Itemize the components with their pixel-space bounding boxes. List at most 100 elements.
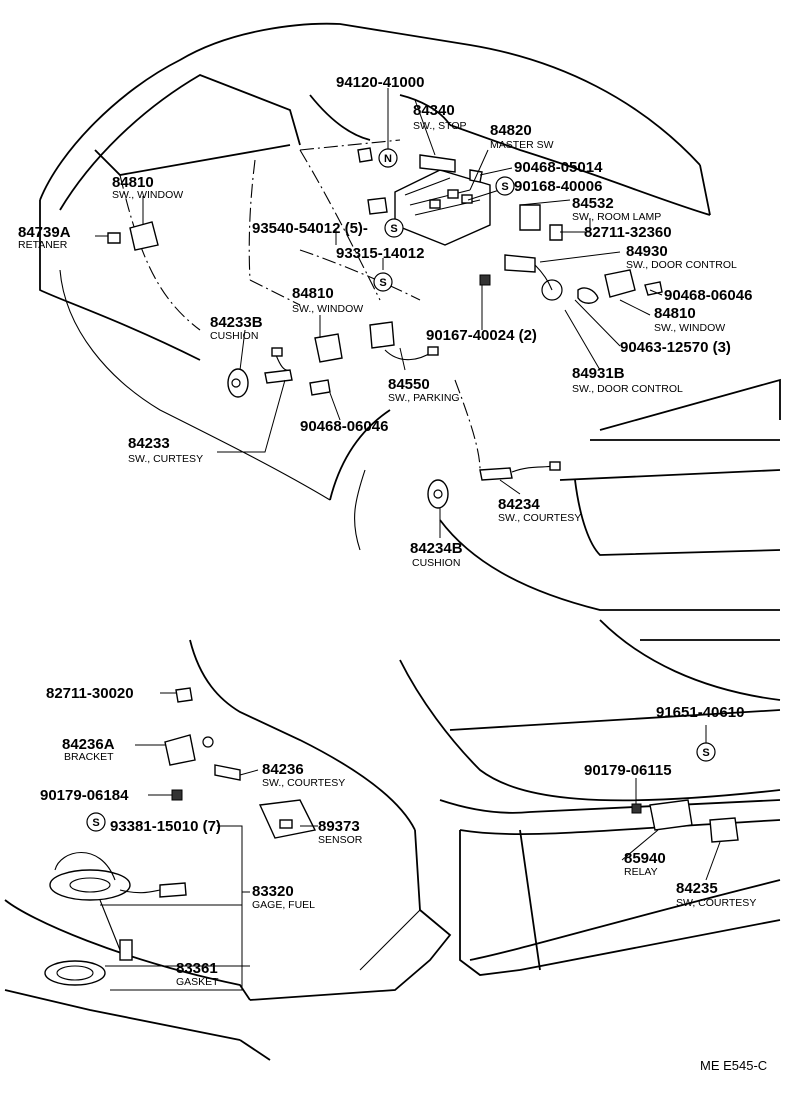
callout-93315-14012: 93315-14012 [336,245,424,262]
svg-text:SW., COURTESY: SW., COURTESY [498,512,581,524]
svg-text:84810: 84810 [292,285,334,302]
upper-car-body-outline [39,22,781,611]
callout-84550: 84550 SW., PARKING [388,376,460,404]
svg-text:S: S [92,817,99,829]
svg-text:SW., STOP: SW., STOP [413,120,466,132]
callout-90179-06115: 90179-06115 [584,762,672,779]
callout-84233b: 84233B CUSHION [210,314,263,342]
svg-text:S: S [501,181,508,193]
callout-82711-32360: 82711-32360 [584,224,672,241]
svg-text:84810: 84810 [654,305,696,322]
svg-text:90179-06115: 90179-06115 [584,762,672,779]
svg-text:SW., WINDOW: SW., WINDOW [292,303,363,315]
callout-82711-30020: 82711-30020 [46,685,134,702]
svg-text:93381-15010 (7): 93381-15010 (7) [110,818,221,835]
callout-94120-41000: 94120-41000 [336,74,424,91]
svg-text:93315-14012: 93315-14012 [336,245,424,262]
diagram-reference-code: ME E545-C [700,1058,767,1073]
callout-85940: 85940 RELAY [624,850,666,878]
callout-84236a: 84236A BRACKET [62,736,115,763]
callout-90463-12570: 90463-12570 (3) [620,339,731,356]
callout-84340: 84340 SW., STOP [413,102,466,132]
svg-text:84236: 84236 [262,761,304,778]
symbol-n: N [378,148,398,168]
svg-text:90468-06046: 90468-06046 [300,418,388,435]
svg-text:84532: 84532 [572,195,614,212]
callout-84235: 84235 SW, COURTESY [676,880,756,909]
svg-text:82711-30020: 82711-30020 [46,685,134,702]
svg-text:BRACKET: BRACKET [64,751,114,763]
callout-90468-06046-right: 90468-06046 [664,287,752,304]
callout-90167-40024: 90167-40024 (2) [426,327,537,344]
svg-text:SW., DOOR CONTROL: SW., DOOR CONTROL [572,383,683,395]
callout-84930: 84930 SW., DOOR CONTROL [626,243,737,271]
svg-text:RELAY: RELAY [624,866,658,878]
svg-text:83320: 83320 [252,883,294,900]
svg-text:84234B: 84234B [410,540,463,557]
svg-text:90463-12570 (3): 90463-12570 (3) [620,339,731,356]
svg-text:84340: 84340 [413,102,455,119]
symbol-s-2: S [384,218,404,238]
svg-text:SW, COURTESY: SW, COURTESY [676,897,756,909]
callout-84236: 84236 SW., COURTESY [262,761,345,789]
symbol-s-3: S [373,272,393,292]
svg-text:93540-54012 (5)-: 93540-54012 (5)- [252,220,368,237]
symbol-s-1: S [495,176,515,196]
svg-text:84236A: 84236A [62,736,115,753]
svg-text:N: N [384,153,392,165]
svg-text:S: S [702,747,709,759]
callout-84820: 84820 MASTER SW [490,122,554,151]
svg-text:89373: 89373 [318,818,360,835]
callout-84810-middle: 84810 SW., WINDOW [292,285,363,315]
svg-text:S: S [379,277,386,289]
callout-93540-54012: 93540-54012 (5)- [252,220,368,237]
svg-text:SW., COURTESY: SW., COURTESY [262,777,345,789]
svg-text:82711-32360: 82711-32360 [584,224,672,241]
svg-text:SW., ROOM LAMP: SW., ROOM LAMP [572,211,661,223]
svg-text:SW., CURTESY: SW., CURTESY [128,453,203,465]
callout-84931b: 84931B SW., DOOR CONTROL [572,365,683,395]
leader-lines [95,88,721,991]
callout-84739a: 84739A RETANER [18,224,71,251]
svg-text:84820: 84820 [490,122,532,139]
lower-left-car-body-outline [4,639,452,1061]
callout-90468-05014: 90468-05014 [514,159,603,176]
callout-83361: 83361 GASKET [176,960,219,988]
symbol-s-4: S [86,812,106,832]
svg-text:84233B: 84233B [210,314,263,331]
svg-text:GAGE, FUEL: GAGE, FUEL [252,899,315,911]
svg-text:CUSHION: CUSHION [412,557,460,569]
svg-text:SW., WINDOW: SW., WINDOW [112,189,183,201]
callout-84234b: 84234B CUSHION [410,540,463,569]
svg-text:90167-40024 (2): 90167-40024 (2) [426,327,537,344]
svg-text:SW., WINDOW: SW., WINDOW [654,322,725,334]
svg-text:GASKET: GASKET [176,976,219,988]
callout-84810-top-left: 84810 SW., WINDOW [112,174,183,201]
svg-text:90168-40006: 90168-40006 [514,178,602,195]
svg-text:94120-41000: 94120-41000 [336,74,424,91]
svg-text:85940: 85940 [624,850,666,867]
callout-91651-40610: 91651-40610 [656,704,744,721]
callout-84532: 84532 SW., ROOM LAMP [572,195,661,223]
svg-text:84810: 84810 [112,174,154,191]
svg-text:90179-06184: 90179-06184 [40,787,129,804]
callout-90468-06046-middle: 90468-06046 [300,418,388,435]
svg-text:RETANER: RETANER [18,239,68,251]
svg-text:90468-05014: 90468-05014 [514,159,603,176]
symbol-s-5: S [696,742,716,762]
svg-text:84930: 84930 [626,243,668,260]
svg-text:91651-40610: 91651-40610 [656,704,744,721]
callout-93381-15010: 93381-15010 (7) [110,818,221,835]
svg-text:MASTER SW: MASTER SW [490,139,554,151]
svg-text:90468-06046: 90468-06046 [664,287,752,304]
callout-84233: 84233 SW., CURTESY [128,435,203,465]
svg-text:84235: 84235 [676,880,718,897]
svg-text:SENSOR: SENSOR [318,834,363,846]
callout-90168-40006: 90168-40006 [514,178,602,195]
svg-text:84234: 84234 [498,496,540,513]
callout-89373: 89373 SENSOR [318,818,363,846]
callout-84810-right: 84810 SW., WINDOW [654,305,725,334]
svg-text:84550: 84550 [388,376,430,393]
svg-text:84739A: 84739A [18,224,71,241]
